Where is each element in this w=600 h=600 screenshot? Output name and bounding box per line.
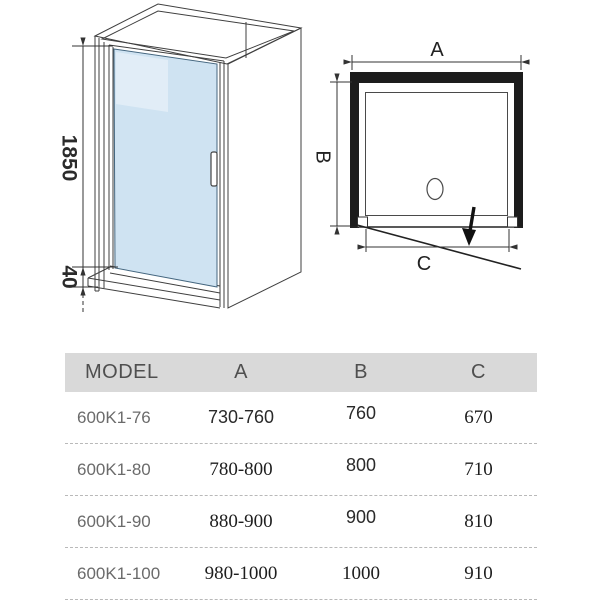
cell-c: 710 (464, 458, 493, 480)
cell-model: 600K1-80 (77, 459, 151, 479)
cell-c: 910 (464, 562, 493, 584)
cell-c: 670 (464, 406, 493, 428)
cell-a: 880-900 (209, 510, 273, 532)
cell-b: 900 (345, 507, 377, 527)
door-swing-arrow-shaft (468, 206, 476, 232)
table-header: MODEL A B C (65, 353, 537, 392)
hinge-frame (108, 44, 225, 270)
spec-table: MODEL A B C 600K1-76 730-760 760 670 600… (65, 353, 537, 600)
base-dimension-label: 40 (57, 265, 80, 288)
left-wall (350, 72, 359, 228)
cell-model: 600K1-90 (77, 511, 151, 531)
door-handle (210, 151, 218, 187)
door-swing-arrow-icon (462, 228, 476, 246)
table-row: 600K1-100 980-1000 1000 910 (65, 548, 537, 600)
cell-b: 1000 (342, 562, 380, 584)
height-dimension-label: 1850 (57, 135, 80, 182)
cell-c: 810 (464, 510, 493, 532)
header-cell-a: A (234, 361, 248, 383)
glass-highlight (116, 52, 168, 112)
width-dimension-label: A (430, 39, 444, 61)
shower-tray (365, 92, 508, 216)
table-row: 600K1-76 730-760 760 670 (65, 392, 537, 444)
header-cell-model: MODEL (85, 361, 159, 383)
shower-glass-panel (113, 48, 218, 288)
cell-a: 980-1000 (204, 562, 278, 584)
cell-a: 780-800 (209, 458, 273, 480)
isometric-view: 1850 40 (57, 3, 303, 313)
table-row: 600K1-80 780-800 800 710 (65, 444, 537, 496)
cell-b: 800 (345, 455, 377, 475)
cell-model: 600K1-100 (77, 563, 161, 583)
cell-a: 730-760 (207, 407, 275, 427)
right-wall-profile-block (507, 216, 518, 228)
b-extension-lines (330, 81, 352, 227)
door-width-dimension-label: C (417, 253, 431, 275)
table-row: 600K1-90 880-900 900 810 (65, 496, 537, 548)
cell-model: 600K1-76 (77, 407, 151, 427)
right-corner-profile (219, 61, 225, 308)
back-wall (350, 72, 523, 83)
side-wall (227, 27, 302, 309)
plan-view: A B C (312, 39, 530, 275)
header-cell-b: B (354, 361, 368, 383)
technical-drawings: 1850 40 A B (57, 3, 530, 313)
depth-dimension-label: B (312, 150, 334, 163)
cell-b: 760 (345, 403, 377, 423)
right-wall (514, 72, 523, 228)
left-wall-profile (94, 36, 105, 292)
header-cell-c: C (471, 361, 486, 383)
drain-icon (426, 177, 444, 201)
